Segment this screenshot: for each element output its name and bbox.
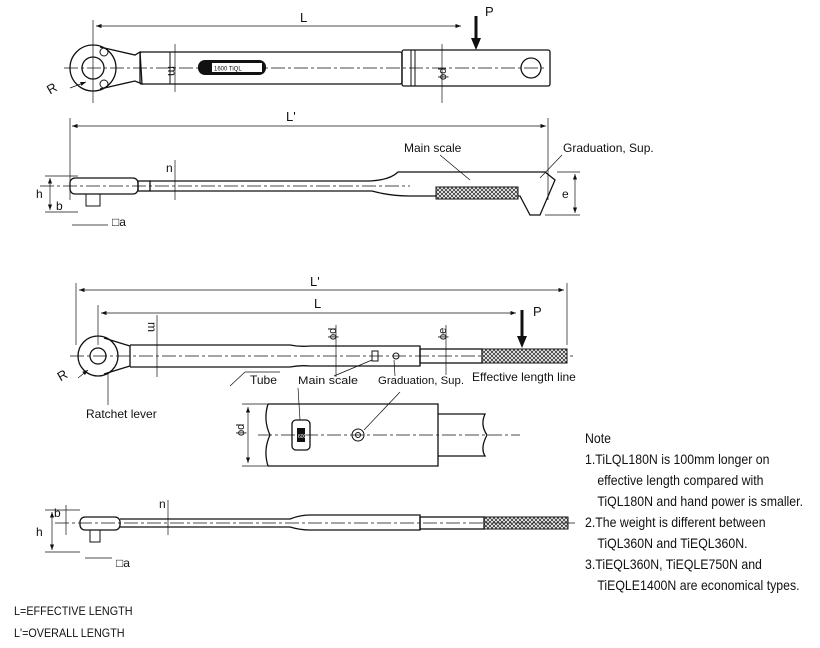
dim-square-a-2: □a	[116, 556, 130, 570]
dim-m-2: m	[145, 322, 159, 332]
force-arrow-icon	[471, 38, 481, 50]
dim-n-1: n	[166, 161, 173, 175]
label-ratchet-lever: Ratchet lever	[86, 407, 157, 421]
label-graduation-sup-1: Graduation, Sup.	[563, 141, 654, 155]
dim-L-2: L	[314, 296, 321, 311]
dim-L-prime-1: L'	[286, 109, 296, 124]
dim-phi-e: ϕe	[437, 328, 449, 340]
dim-square-a-1: □a	[112, 215, 126, 229]
wrench-top-view-2: L' L P m ϕd ϕe R Tube Main scale Graduat…	[55, 274, 577, 421]
dim-h-1: h	[36, 187, 43, 201]
wrench-side-view-2: h b n □a	[36, 497, 575, 570]
note-line: TiQL360N and TiEQL360N.	[597, 535, 748, 551]
dim-phi-d-2: ϕd	[327, 328, 339, 340]
note-title: Note	[585, 430, 612, 446]
label-main-scale-1: Main scale	[404, 141, 462, 155]
note-line: TiQL180N and hand power is smaller.	[597, 493, 803, 509]
dim-L-prime-2: L'	[310, 274, 320, 289]
label-graduation-sup-2: Graduation, Sup.	[378, 375, 464, 387]
tube-detail-view: 600 ϕd	[235, 387, 520, 467]
legend-overall-length: L'=OVERALL LENGTH	[14, 626, 125, 640]
label-tube: Tube	[250, 373, 277, 387]
scale-window-text: 1600 TiQL	[214, 67, 242, 73]
legend-effective-length: L=EFFECTIVE LENGTH	[14, 604, 133, 618]
note-line: TiEQLE1400N are economical types.	[597, 577, 800, 593]
note-line: effective length compared with	[597, 472, 764, 488]
note-line: 1.TiLQL180N is 100mm longer on	[585, 451, 770, 467]
dim-L: L	[300, 10, 307, 25]
dim-phi-d-1: ϕd	[437, 68, 449, 80]
note-line: 2.The weight is different between	[585, 514, 766, 530]
dim-phi-d-3: ϕd	[235, 424, 247, 436]
note-block: Note 1.TiLQL180N is 100mm longer on effe…	[585, 428, 803, 596]
label-main-scale-2: Main scale	[298, 375, 358, 387]
wrench-side-view-1: L' h b n □a e Main scale Graduation, Sup…	[36, 109, 654, 229]
wrench-top-view-1: L P 1600 TiQL m ϕd R	[44, 4, 551, 103]
tube-window-text: 600	[298, 434, 307, 440]
label-effective-length-line: Effective length line	[472, 370, 576, 384]
dim-e: e	[562, 187, 569, 201]
dim-R-1: R	[44, 80, 60, 98]
force-arrow-icon-2	[517, 336, 527, 348]
dim-h-2: h	[36, 525, 43, 539]
dim-n-2: n	[159, 497, 166, 511]
dim-b-1: b	[56, 199, 63, 213]
note-line: 3.TiEQL360N, TiEQLE750N and	[585, 556, 762, 572]
dim-R-2: R	[55, 366, 71, 384]
dim-b-2: b	[54, 506, 61, 520]
label-P: P	[485, 4, 494, 19]
label-P-2: P	[533, 304, 542, 319]
dim-m: m	[165, 66, 179, 76]
